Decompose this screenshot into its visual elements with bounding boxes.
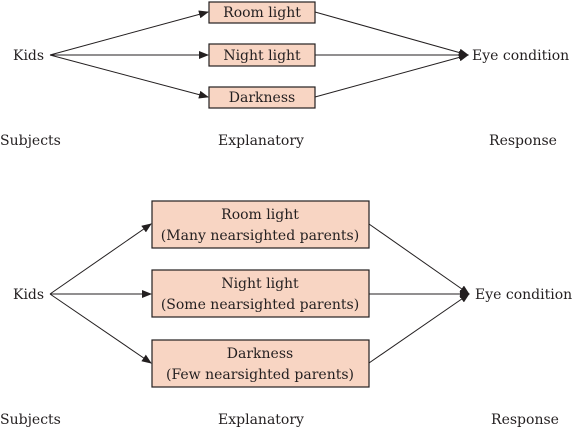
top-treatment-room-light: Room light (223, 5, 301, 21)
bottom-treatment-darkness-parents: (Few nearsighted parents) (166, 367, 354, 383)
bottom-label-explanatory: Explanatory (218, 412, 304, 428)
top-box-darkness (208, 86, 316, 109)
top-label-subjects: Subjects (0, 133, 61, 149)
top-arrow-room-light-to-response (314, 11, 469, 57)
bottom-diagram: Room light (Many nearsighted parents) Ni… (0, 200, 572, 428)
top-box-night-light (208, 43, 316, 67)
bottom-arrow-room-light-to-response (368, 223, 470, 295)
bottom-label-subjects: Subjects (0, 412, 61, 428)
bottom-arrow-source-to-darkness (49, 293, 152, 364)
bottom-treatment-night-light-parents: (Some nearsighted parents) (161, 297, 359, 313)
bottom-arrow-darkness-to-response (368, 293, 470, 364)
bottom-source-kids: Kids (13, 287, 44, 303)
bottom-treatment-night-light-name: Night light (221, 276, 299, 292)
top-treatment-night-light: Night light (223, 48, 301, 64)
top-box-room-light (208, 1, 316, 24)
top-arrow-source-to-room-light (49, 10, 209, 56)
bottom-arrow-source-to-room-light (49, 223, 152, 295)
bottom-target-eye-condition: Eye condition (475, 287, 572, 303)
top-treatment-darkness: Darkness (229, 90, 295, 106)
top-target-eye-condition: Eye condition (472, 48, 569, 64)
top-arrow-source-to-darkness (49, 54, 209, 99)
top-arrow-darkness-to-response (314, 53, 469, 98)
bottom-treatment-darkness-name: Darkness (227, 346, 293, 362)
top-label-explanatory: Explanatory (218, 133, 304, 149)
bottom-label-response: Response (491, 412, 559, 428)
bottom-treatment-room-light-name: Room light (221, 207, 299, 223)
top-diagram: Room light Night light Darkness Kids Eye… (0, 1, 569, 149)
top-label-response: Response (489, 133, 557, 149)
bottom-box-night-light (151, 269, 370, 318)
top-source-kids: Kids (13, 48, 44, 64)
bottom-box-darkness (151, 339, 370, 388)
bottom-treatment-room-light-parents: (Many nearsighted parents) (161, 228, 359, 244)
bottom-box-room-light (151, 200, 370, 249)
